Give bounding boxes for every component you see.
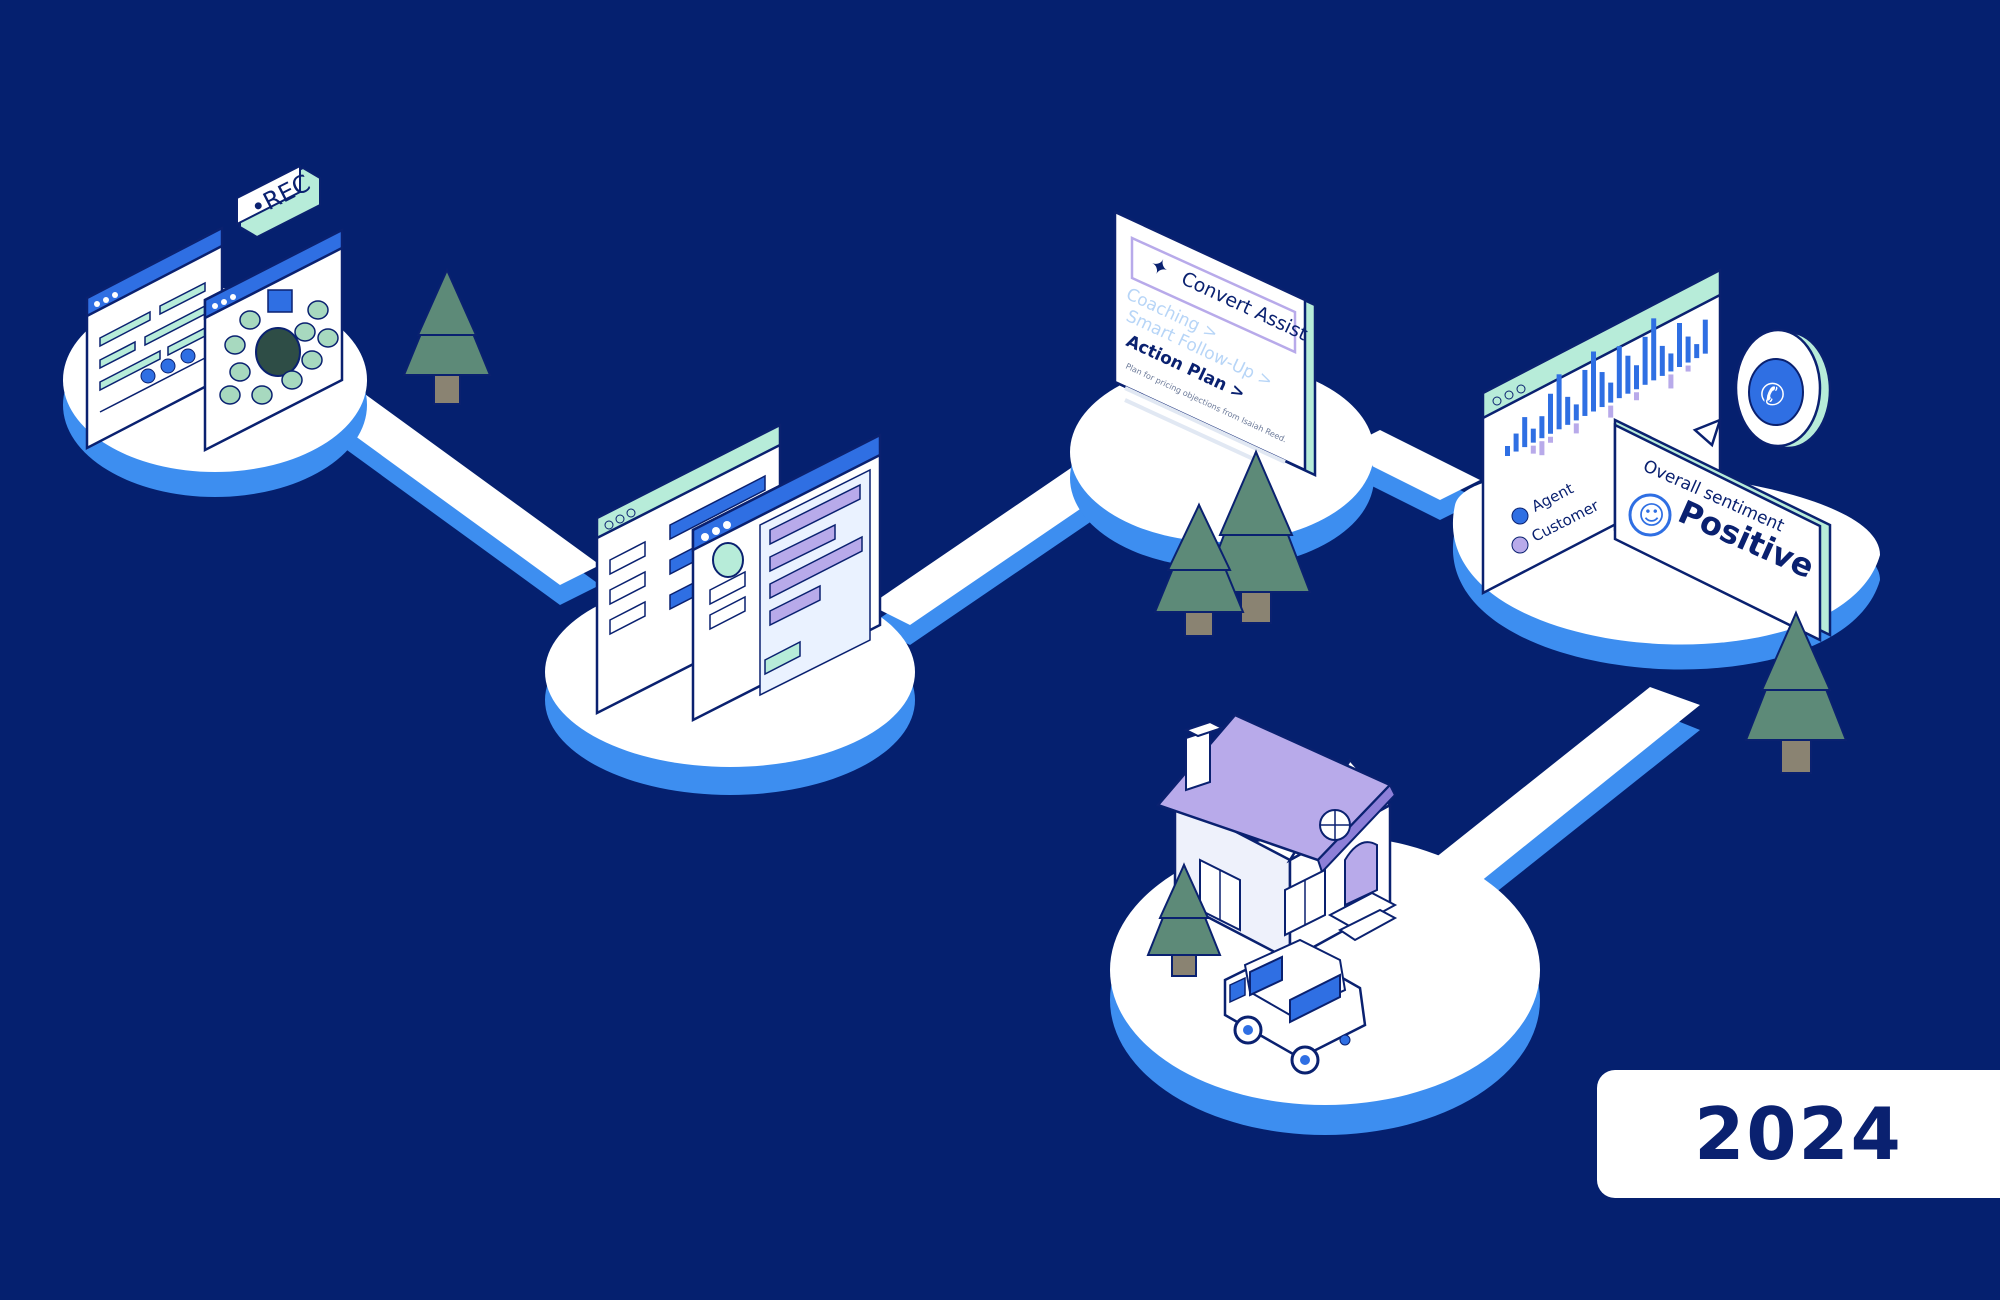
phone-icon: ✆ bbox=[1760, 378, 1785, 413]
car bbox=[1223, 938, 1367, 1075]
smile-icon: ☺ bbox=[1638, 501, 1665, 531]
waveform-bar-customer bbox=[1573, 423, 1579, 434]
waveform-bar bbox=[1685, 336, 1691, 363]
waveform-bar bbox=[1659, 345, 1665, 376]
waveform-bar bbox=[1651, 318, 1657, 381]
waveform-bar bbox=[1565, 396, 1571, 425]
waveform-bar-customer bbox=[1608, 405, 1614, 418]
recording-window-right bbox=[203, 227, 344, 453]
waveform-bar bbox=[1625, 355, 1631, 394]
waveform-bar bbox=[1608, 382, 1614, 403]
sentiment-panel: Overall sentiment ☺ Positive bbox=[1613, 417, 1832, 643]
waveform-bar bbox=[1522, 417, 1528, 448]
waveform-bar bbox=[1591, 351, 1596, 412]
house bbox=[1155, 713, 1398, 963]
recording-window-left bbox=[85, 225, 224, 451]
waveform-bar bbox=[1539, 416, 1545, 439]
waveform-bar-customer bbox=[1548, 436, 1553, 443]
waveform bbox=[1505, 318, 1708, 456]
waveform-bar bbox=[1582, 369, 1588, 416]
tree-3 bbox=[1153, 502, 1245, 637]
waveform-bar-customer bbox=[1634, 392, 1639, 401]
agent-legend-dot bbox=[1511, 507, 1529, 525]
waveform-bar bbox=[1573, 404, 1579, 421]
phone-bubble: ✆ bbox=[1692, 328, 1832, 450]
waveform-bar-customer bbox=[1530, 445, 1536, 454]
waveform-bar bbox=[1513, 433, 1519, 452]
waveform-bar bbox=[1634, 365, 1639, 390]
waveform-bar bbox=[1530, 428, 1536, 443]
tree-5 bbox=[1146, 862, 1222, 977]
waveform-bar bbox=[1505, 446, 1510, 456]
year-badge: 2024 bbox=[1597, 1070, 2000, 1198]
tree-1 bbox=[402, 267, 492, 405]
waveform-bar bbox=[1677, 323, 1682, 367]
waveform-bar-customer bbox=[1685, 365, 1691, 372]
year-label: 2024 bbox=[1694, 1092, 1903, 1176]
waveform-bar-customer bbox=[1539, 441, 1545, 456]
tree-2 bbox=[1200, 449, 1312, 624]
waveform-bar bbox=[1599, 372, 1605, 408]
waveform-bar bbox=[1556, 374, 1562, 430]
waveform-bar bbox=[1702, 319, 1708, 354]
waveform-bar bbox=[1548, 393, 1553, 434]
tree-4 bbox=[1744, 610, 1848, 774]
crm-window-front bbox=[691, 432, 882, 723]
rec-badge: •REC bbox=[236, 164, 321, 239]
customer-legend-dot bbox=[1511, 536, 1529, 554]
waveform-bar bbox=[1616, 346, 1622, 399]
convert-assist-panel: ✦ Convert Assist Coaching > Smart Follow… bbox=[1113, 210, 1317, 477]
waveform-bar bbox=[1642, 336, 1648, 385]
call-analytics-window: Agent Customer bbox=[1481, 267, 1722, 596]
waveform-bar bbox=[1668, 353, 1674, 372]
waveform-bar bbox=[1694, 344, 1700, 359]
waveform-bar-customer bbox=[1668, 374, 1674, 389]
